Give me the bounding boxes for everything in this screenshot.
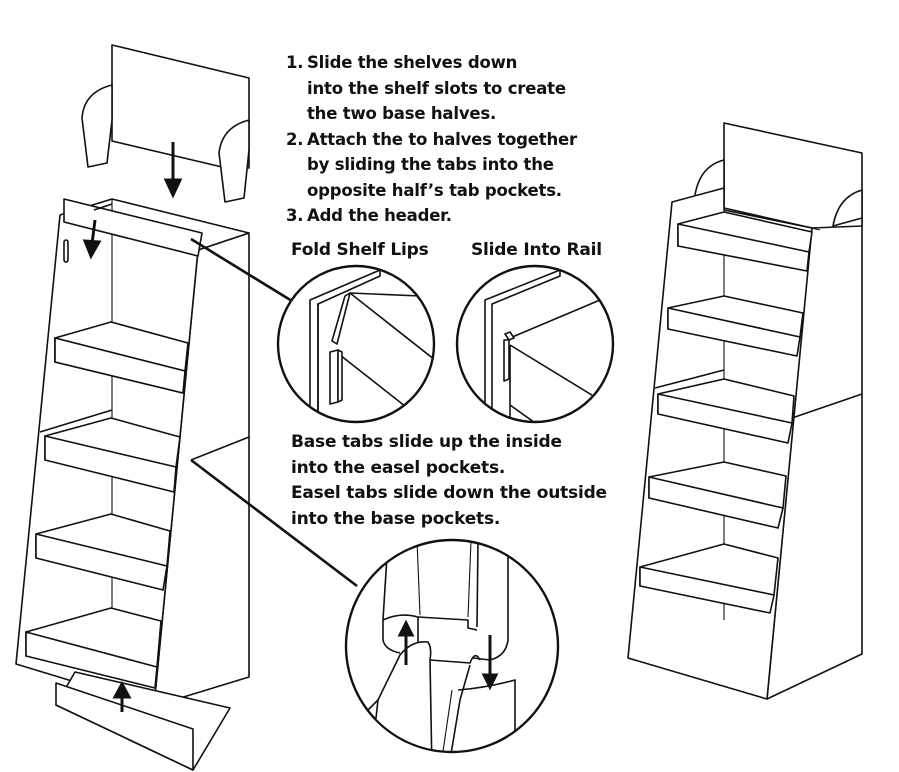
shelf [639,543,779,614]
arrow-down-icon [82,219,102,260]
shelf [35,513,171,591]
shelf [25,607,162,689]
tab-instructions: Base tabs slide up the inside into the e… [291,430,607,532]
leader-line [190,237,293,303]
shelf [648,461,787,529]
step-1-line-3: the two base halves. [307,104,497,123]
step-3: 3.Add the header. [286,206,452,225]
right-display-assembled [627,122,863,700]
tab-note-line: Easel tabs slide down the outside [291,483,607,503]
arrow-down-icon [481,635,499,691]
detail-tab-pockets [344,538,560,754]
shelf [54,321,189,394]
shelf [667,295,804,357]
base-tray [55,671,231,771]
header-panel [81,44,250,203]
arrow-up-icon [397,619,415,665]
step-1: 1.Slide the shelves down [286,53,518,72]
detail-slide-into-rail [455,264,615,424]
step-2: 2.Attach the to halves together [286,129,577,149]
shelf [657,378,795,444]
slide-into-rail-label: Slide Into Rail [471,240,602,260]
leader-line [190,458,358,588]
assembly-steps: 1.Slide the shelves down into the shelf … [286,50,577,229]
shelf [44,417,181,493]
arrow-down-icon [163,142,183,199]
left-display-exploded [15,44,250,771]
step-1-line-2: into the shelf slots to create [307,78,566,98]
tab-note-line: Base tabs slide up the inside [291,432,562,452]
fold-shelf-lips-label: Fold Shelf Lips [291,240,429,260]
arrow-up-icon [112,680,132,712]
tab-note-line: into the easel pockets. [291,457,506,478]
tab-note-line: into the base pockets. [291,508,501,529]
detail-fold-shelf-lips [276,264,436,424]
step-2-line-2: by sliding the tabs into the [307,155,554,174]
shelf [677,211,813,272]
step-2-line-3: opposite half’s tab pockets. [307,180,562,200]
